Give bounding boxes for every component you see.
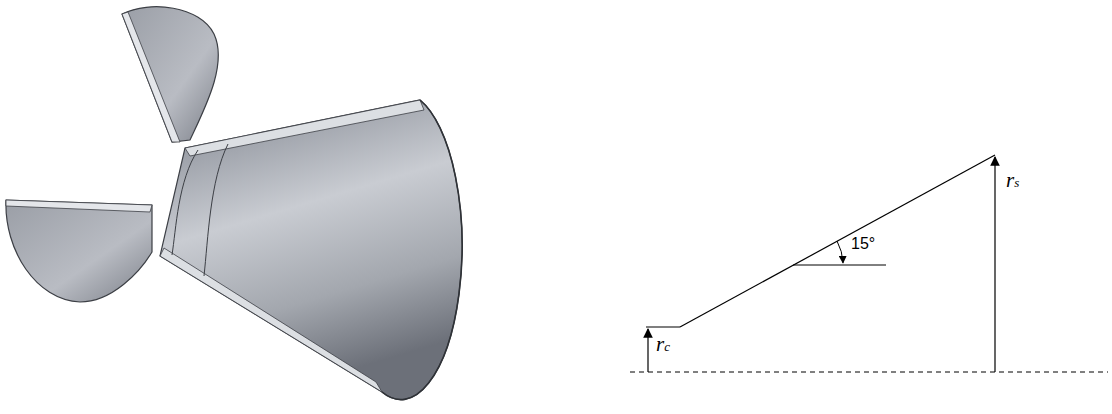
radius-label: rc bbox=[656, 334, 670, 355]
cut-edge bbox=[185, 100, 424, 156]
angle-label: 15° bbox=[851, 236, 875, 252]
hub-ring bbox=[204, 144, 228, 276]
reference-line bbox=[793, 265, 886, 266]
blade bbox=[6, 200, 152, 302]
hub-ring bbox=[172, 150, 198, 255]
conical-hub bbox=[160, 100, 462, 400]
cone-rim bbox=[382, 100, 462, 400]
dimension-arrow bbox=[994, 157, 995, 372]
radius-label: rs bbox=[1006, 170, 1019, 191]
cone-profile bbox=[680, 155, 995, 327]
cut-edge bbox=[160, 248, 382, 392]
blade-edge bbox=[122, 12, 180, 142]
axis-line bbox=[630, 372, 1108, 373]
cone-profile bbox=[646, 326, 680, 327]
blade-edge bbox=[6, 200, 152, 212]
blade bbox=[122, 7, 218, 142]
angle-arc bbox=[837, 241, 843, 263]
dimension-arrow bbox=[647, 329, 648, 372]
